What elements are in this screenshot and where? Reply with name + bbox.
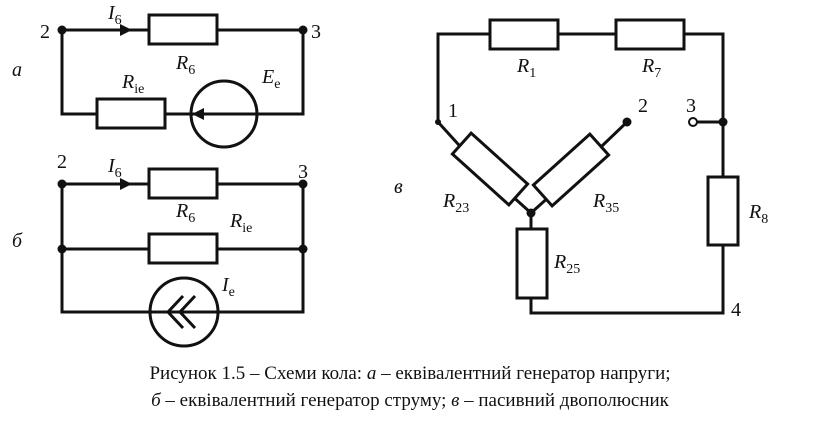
junction-b-right (298, 244, 308, 254)
circuit-c: 1 2 3 4 в R1 R7 R23 R35 R25 R8 (394, 18, 768, 321)
part-label-b: б (12, 230, 23, 252)
current-arrow-icon (120, 24, 132, 36)
node-label-3-b: 3 (298, 161, 308, 183)
current-source-icon (148, 276, 220, 348)
resistor-r35 (531, 132, 611, 208)
circuit-b: 2 3 б I6 R6 Rіе Iе (12, 151, 308, 348)
node-3-b (298, 179, 308, 189)
label-r7: R7 (641, 55, 661, 81)
label-r6-a: R6 (175, 52, 195, 78)
junction-c-right (718, 117, 728, 127)
node-label-2-b: 2 (57, 151, 67, 173)
node-label-1-c: 1 (448, 100, 458, 122)
current-arrow-icon (120, 178, 132, 190)
part-label-a: а (12, 59, 22, 81)
label-i6-a: I6 (107, 2, 122, 28)
resistor-r8 (706, 175, 740, 247)
label-r6-b: R6 (175, 200, 195, 226)
resistor-r25 (515, 227, 549, 300)
resistor-rie-a (95, 97, 167, 130)
junction-c-center (526, 208, 536, 218)
label-rie-a: Rіе (121, 71, 144, 97)
label-r1: R1 (516, 55, 536, 81)
resistor-r23 (450, 131, 530, 207)
node-2-a (57, 25, 67, 35)
label-i6-b: I6 (107, 155, 122, 181)
label-ee-a: Eе (261, 66, 280, 92)
junction-b-left (57, 244, 67, 254)
resistor-r7 (614, 18, 686, 51)
resistor-r6-b (147, 167, 219, 200)
label-rie-b: Rіе (229, 210, 252, 236)
node-1-c (435, 119, 441, 125)
node-label-2-c: 2 (638, 95, 648, 117)
node-2-b (57, 179, 67, 189)
resistor-rie-b (147, 232, 219, 265)
figure-caption-line-2: б – еквівалентний генератор струму; в – … (151, 390, 669, 411)
node-label-3-c: 3 (686, 95, 696, 117)
label-r35: R35 (592, 190, 619, 216)
label-ie-b: Iе (221, 274, 235, 300)
node-2-c (622, 117, 632, 127)
circuit-a: 2 3 а I6 R6 Rіе Eе (12, 2, 321, 149)
voltage-source-icon (189, 79, 259, 149)
node-label-2-a: 2 (40, 21, 50, 43)
node-3-c (688, 117, 698, 127)
resistor-r6-a (147, 13, 219, 46)
node-label-4-c: 4 (731, 299, 741, 321)
label-r8: R8 (748, 201, 768, 227)
resistor-r1 (488, 18, 560, 51)
label-r23: R23 (442, 190, 469, 216)
part-label-c: в (394, 176, 403, 198)
figure-caption-line-1: Рисунок 1.5 – Схеми кола: а – еквівалент… (149, 363, 671, 384)
label-r25: R25 (553, 251, 580, 277)
node-label-3-a: 3 (311, 21, 321, 43)
node-3-a (298, 25, 308, 35)
